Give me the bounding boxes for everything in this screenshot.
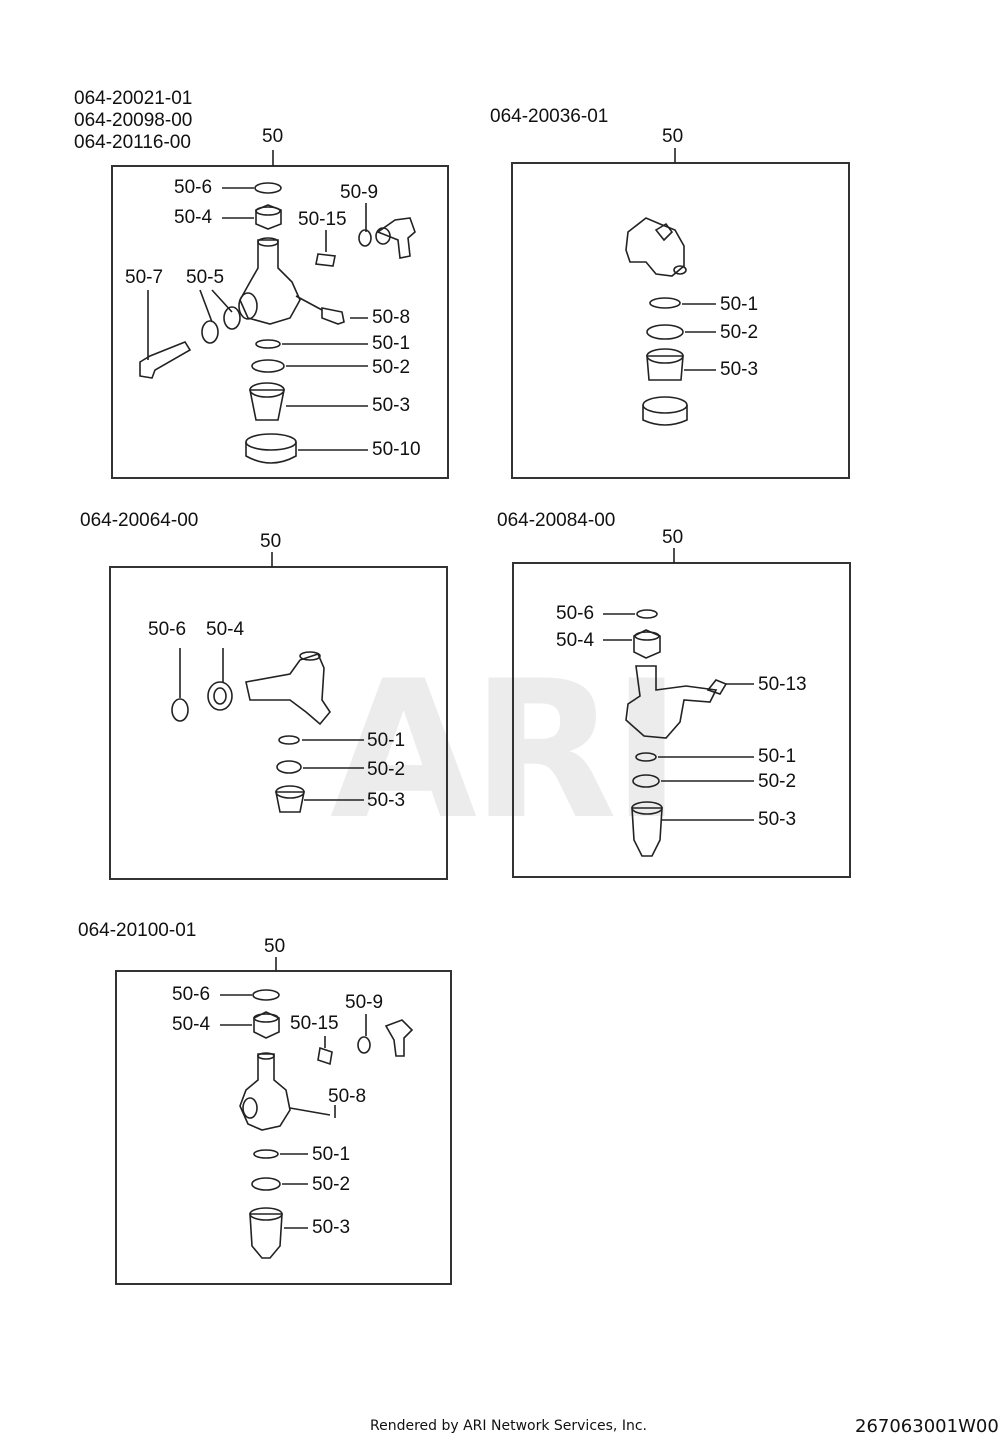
part-number: 064-20098-00 [74,110,193,131]
callout-label: 50-15 [290,1013,339,1034]
callout-label: 50-6 [556,603,595,624]
callout-label: 50-3 [312,1217,351,1238]
callout-label: 50-7 [125,267,164,288]
callout-label: 50-13 [758,674,807,695]
assembly-ref: 50 [260,531,282,552]
callout-label: 50-5 [186,267,225,288]
assembly-ref: 50 [662,126,684,147]
callout-label: 50-8 [328,1086,367,1107]
callout-label: 50-1 [372,333,411,354]
footer-credit: Rendered by ARI Network Services, Inc. [370,1418,647,1434]
callout-label: 50-6 [148,619,187,640]
callout-label: 50-4 [206,619,245,640]
callout-label: 50-2 [758,771,797,792]
diagram-1-artwork [139,150,416,464]
callout-label: 50-2 [367,759,406,780]
callout-label: 50-4 [172,1014,211,1035]
callout-label: 50-2 [720,322,759,343]
part-number: 064-20036-01 [490,106,609,127]
callout-label: 50-3 [372,395,411,416]
callout-label: 50-9 [340,182,379,203]
callout-label: 50-3 [367,790,406,811]
diagram-2-artwork [625,148,716,426]
assembly-ref: 50 [662,527,684,548]
callout-label: 50-6 [172,984,211,1005]
callout-label: 50-9 [345,992,384,1013]
callout-label: 50-6 [174,177,213,198]
document-id: 267063001W00 [855,1416,999,1437]
diagram-5-artwork [220,957,414,1259]
callout-label: 50-2 [372,357,411,378]
callout-label: 50-1 [720,294,759,315]
assembly-ref: 50 [262,126,284,147]
callout-label: 50-3 [720,359,759,380]
callout-label: 50-1 [367,730,406,751]
watermark: ARI [330,640,682,861]
diagram-panel [115,970,452,1285]
diagram-panel [512,562,851,878]
diagram-panel [511,162,850,479]
part-number: 064-20116-00 [74,132,191,153]
part-number: 064-20100-01 [78,920,197,941]
part-number: 064-20084-00 [497,510,616,531]
callout-label: 50-4 [174,207,213,228]
callout-label: 50-15 [298,209,347,230]
callout-label: 50-10 [372,439,421,460]
diagram-4-artwork [603,548,754,857]
part-number: 064-20064-00 [80,510,199,531]
callout-label: 50-8 [372,307,411,328]
assembly-ref: 50 [264,936,286,957]
callout-label: 50-2 [312,1174,351,1195]
callout-label: 50-3 [758,809,797,830]
diagram-panel [111,165,449,479]
callout-label: 50-1 [758,746,797,767]
diagram-panel [109,566,448,880]
diagram-3-artwork [171,552,364,813]
part-number: 064-20021-01 [74,88,193,109]
callout-label: 50-1 [312,1144,351,1165]
callout-label: 50-4 [556,630,595,651]
